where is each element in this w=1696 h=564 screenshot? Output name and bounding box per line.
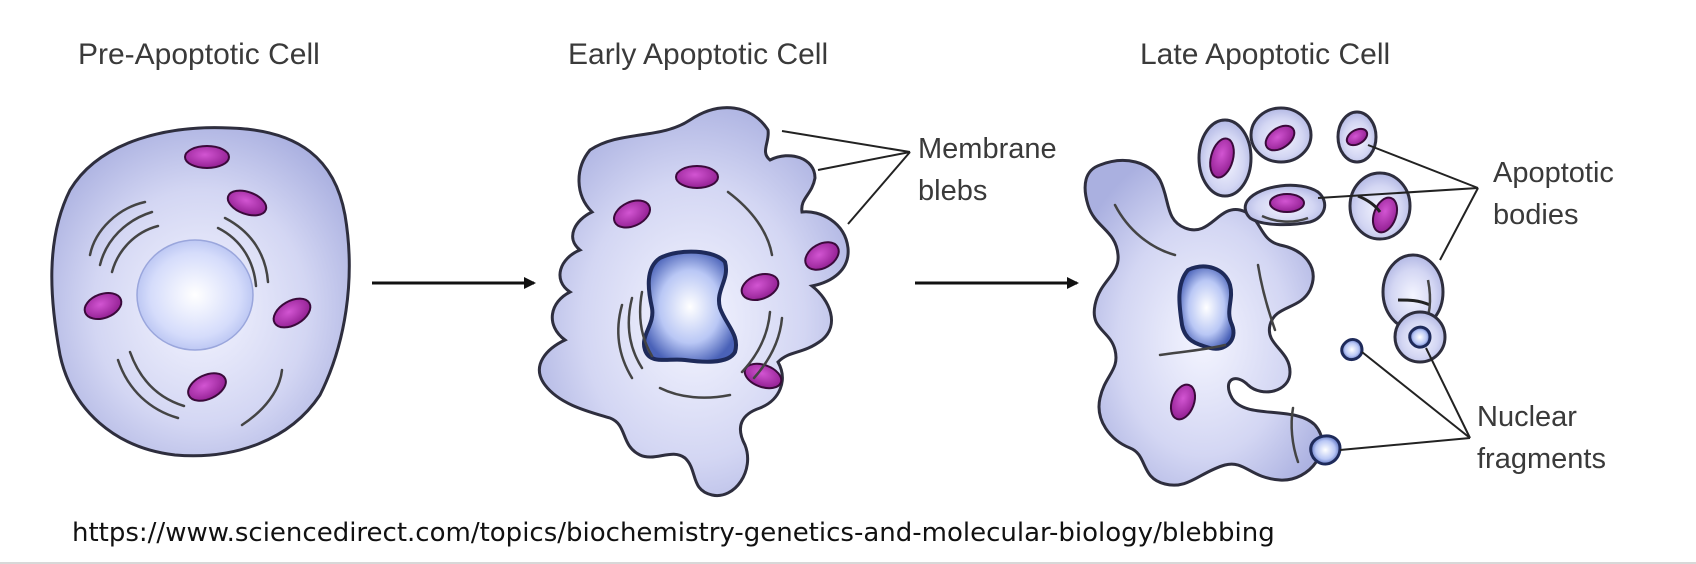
early-er-stacks	[617, 190, 784, 399]
label-apoptotic-line2: bodies	[1493, 199, 1579, 231]
pre-er-stacks	[88, 200, 284, 427]
source-url: https://www.sciencedirect.com/topics/bio…	[72, 518, 1275, 548]
apoptotic-bodies-pointers	[1317, 144, 1479, 261]
label-membrane-blebs: Membrane blebs	[918, 128, 1057, 212]
late-mitochondrion	[1169, 383, 1197, 421]
label-nuclear-fragments: Nuclear fragments	[1477, 396, 1606, 480]
title-late-apoptotic: Late Apoptotic Cell	[1140, 38, 1391, 71]
pre-nucleus	[136, 239, 254, 351]
label-membrane-line2: blebs	[918, 175, 988, 207]
early-nucleus	[641, 249, 739, 364]
early-apoptotic-cell	[538, 106, 850, 497]
late-er-stacks	[1113, 203, 1300, 464]
label-apoptotic-line1: Apoptotic	[1493, 157, 1614, 189]
label-nuclear-line1: Nuclear	[1477, 401, 1577, 433]
membrane-blebs-pointers	[781, 130, 911, 225]
label-apoptotic-bodies: Apoptotic bodies	[1493, 152, 1614, 236]
apoptotic-bodies	[1197, 106, 1447, 364]
late-nucleus	[1177, 264, 1236, 351]
pre-mitochondria	[83, 145, 312, 402]
late-nuclear-fragments-inside	[1309, 338, 1364, 466]
late-apoptotic-cell	[1083, 106, 1447, 487]
early-mitochondria	[613, 165, 840, 390]
label-membrane-line1: Membrane	[918, 133, 1057, 165]
title-pre-apoptotic: Pre-Apoptotic Cell	[78, 38, 320, 71]
nuclear-fragments-pointers	[1339, 347, 1471, 451]
bottom-divider	[0, 562, 1696, 564]
label-nuclear-line2: fragments	[1477, 443, 1606, 475]
title-early-apoptotic: Early Apoptotic Cell	[568, 38, 829, 71]
pre-apoptotic-cell	[50, 126, 351, 458]
